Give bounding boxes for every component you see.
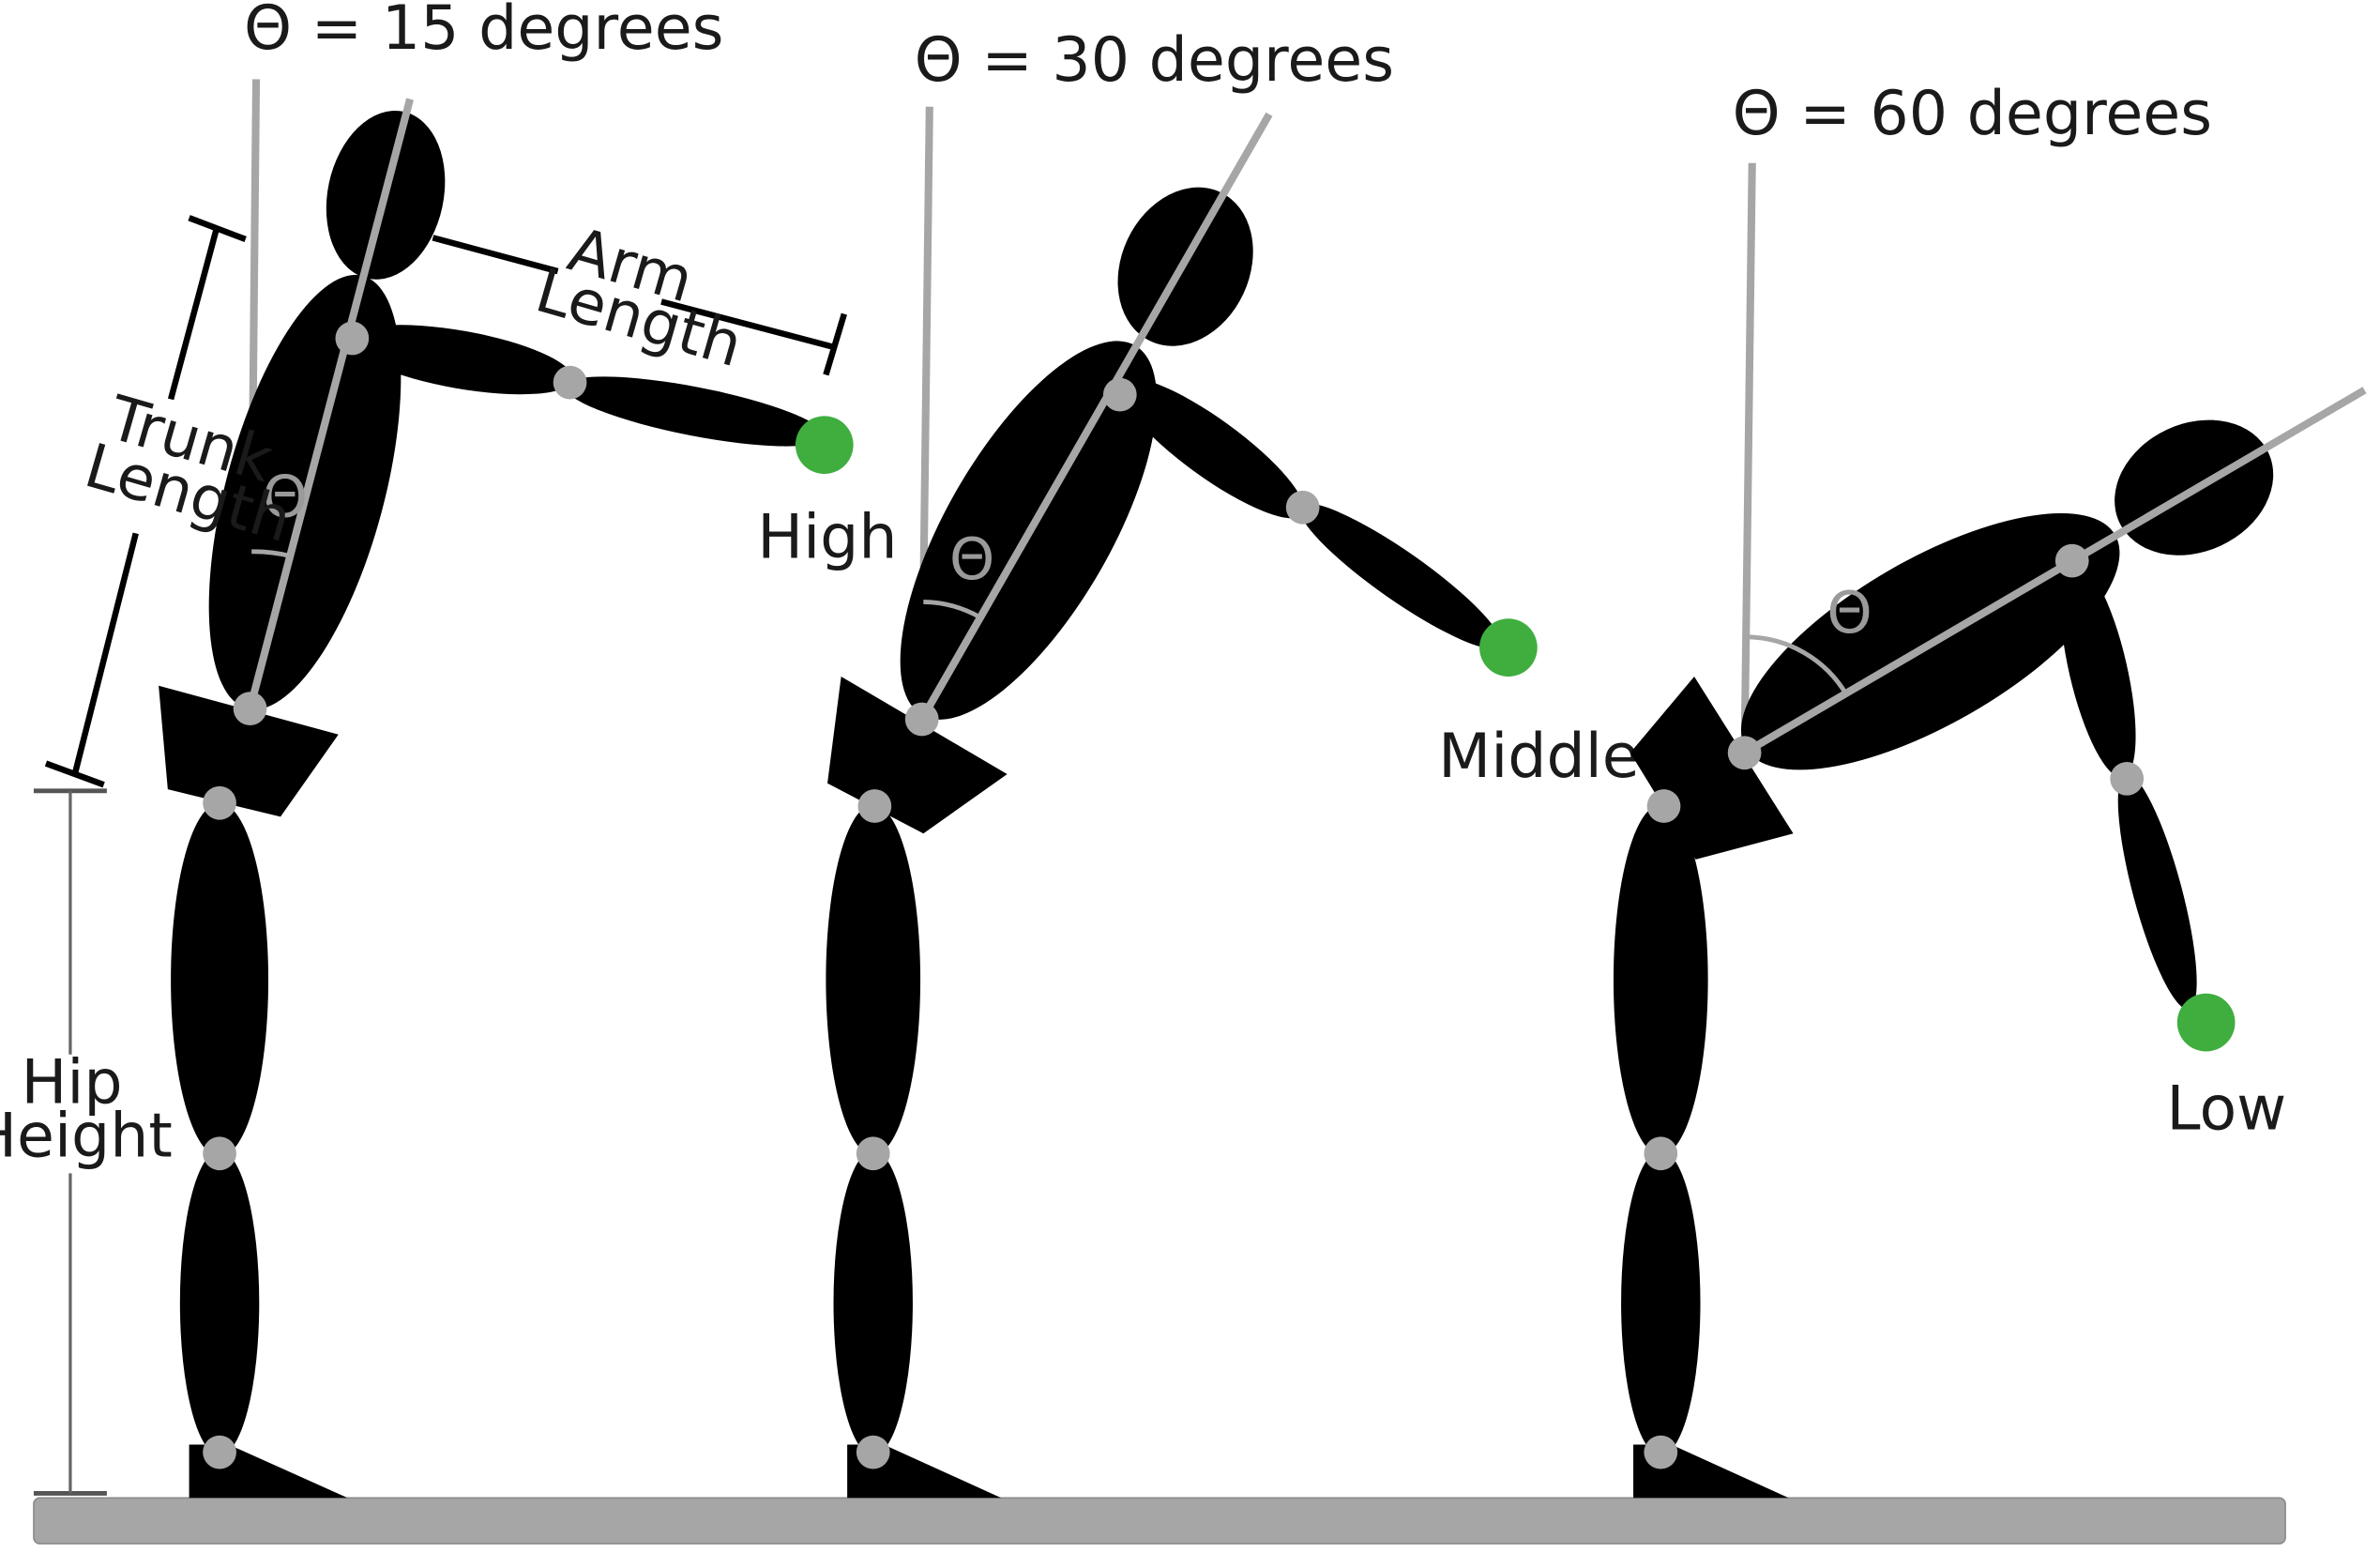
ground-bar <box>33 1497 2286 1545</box>
ankle-joint <box>203 1435 236 1469</box>
hip-joint <box>1727 736 1762 770</box>
shoulder-joint <box>2054 543 2089 578</box>
upper-arm <box>347 325 573 395</box>
figure-2: Θ = 30 degrees Θ Middle <box>826 25 1640 1499</box>
elbow-joint <box>1285 490 1320 525</box>
trunk-length-line-top <box>167 227 220 401</box>
target-middle <box>1479 618 1538 677</box>
trunk-length-tick-top <box>188 215 247 242</box>
shank <box>179 1150 260 1455</box>
upper-thigh-joint <box>1646 789 1681 823</box>
upper-arm <box>1118 377 1305 519</box>
trunk-length-line-bottom <box>71 532 139 775</box>
joints <box>1644 543 2145 1469</box>
angle-label: Θ = 15 degrees <box>244 0 723 64</box>
vertical-reference-line <box>1740 162 1756 754</box>
elbow-joint <box>553 365 587 400</box>
angle-arc <box>251 549 292 559</box>
hip-height-label-line-1: Hip <box>22 1048 123 1119</box>
theta-symbol: Θ <box>949 525 995 593</box>
joints <box>203 321 587 1469</box>
forearm <box>564 376 826 447</box>
arm-length-line-right <box>660 298 836 351</box>
joints <box>856 377 1320 1469</box>
pelvis <box>159 685 339 817</box>
angle-label: Θ = 30 degrees <box>915 25 1394 96</box>
ankle-joint <box>1644 1435 1678 1469</box>
figure-3: Θ = 60 degrees Θ Low <box>1613 79 2367 1499</box>
arm-length-line-left <box>432 235 559 275</box>
trunk-axis-line <box>1742 387 2367 756</box>
figure-1: Θ = 15 degrees Θ High <box>159 0 898 1499</box>
target-label: High <box>757 502 897 572</box>
upper-arm <box>2060 560 2136 778</box>
hip-height-dimension: Hip Height <box>0 788 173 1496</box>
forearm <box>1299 503 1502 649</box>
shoulder-joint <box>1102 377 1137 412</box>
upper-thigh-joint <box>857 789 892 823</box>
shoulder-joint <box>335 321 370 356</box>
trunk-axis-line <box>246 98 414 710</box>
thigh <box>1613 804 1708 1155</box>
hip-joint <box>233 692 267 725</box>
target-label: Middle <box>1438 722 1640 792</box>
thigh <box>171 802 269 1157</box>
hip-joint <box>904 702 939 737</box>
target-high <box>795 416 854 475</box>
target-label: Low <box>2166 1073 2286 1144</box>
upper-thigh-joint <box>203 785 236 820</box>
shank <box>1621 1150 1701 1455</box>
angle-arc <box>1746 634 1849 696</box>
ankle-joint <box>856 1435 890 1469</box>
hip-height-label-line-2: Height <box>0 1102 173 1172</box>
knee-joint <box>203 1136 236 1171</box>
angle-label: Θ = 60 degrees <box>1733 79 2212 149</box>
target-low <box>2176 993 2236 1052</box>
arm-length-tick <box>823 312 847 376</box>
theta-symbol: Θ <box>263 464 309 531</box>
trunk-axis-line <box>918 112 1273 722</box>
knee-joint <box>1644 1136 1678 1171</box>
knee-joint <box>856 1136 890 1171</box>
forearm <box>2117 773 2197 1010</box>
elbow-joint <box>2110 761 2145 796</box>
angle-arc <box>923 600 981 619</box>
theta-symbol: Θ <box>1827 579 1872 647</box>
thigh <box>826 804 921 1155</box>
shank <box>833 1150 913 1455</box>
